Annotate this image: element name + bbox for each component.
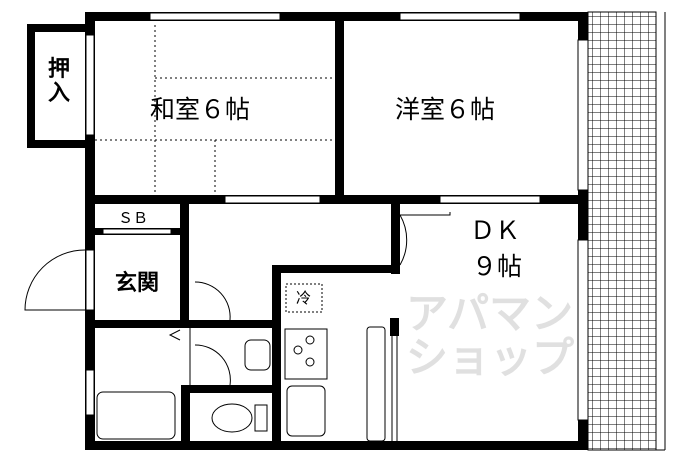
washitsu-label: 和室６帖 — [150, 95, 251, 124]
closet-label: 押入 — [48, 57, 71, 106]
fridge-label: 冷 — [296, 289, 312, 307]
balcony — [587, 11, 666, 451]
windows — [85, 12, 589, 421]
dk-size-label: ９帖 — [472, 252, 523, 281]
youshitsu-label: 洋室６帖 — [395, 95, 496, 124]
doors — [24, 212, 451, 386]
dk-label: ＤＫ — [470, 216, 521, 245]
watermark: アパマンショップ — [406, 289, 575, 382]
fixtures — [95, 25, 398, 442]
entrance-label: 玄関 — [115, 271, 160, 296]
sb-label: ＳＢ — [118, 209, 149, 227]
